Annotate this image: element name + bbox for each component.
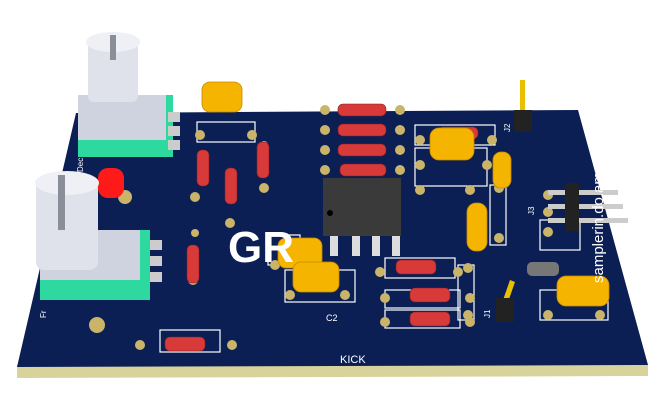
url-text: samplerin.do.am xyxy=(590,172,607,283)
label-c2: C2 xyxy=(326,313,338,323)
capacitors xyxy=(201,81,610,307)
logo: GR xyxy=(228,223,294,272)
label-j3: J3 xyxy=(527,206,536,215)
resistors xyxy=(164,103,479,352)
header-j1 xyxy=(496,280,515,322)
board-title: KICK xyxy=(340,354,366,366)
ic-chip xyxy=(323,178,401,256)
pcb-edge xyxy=(17,365,648,378)
led xyxy=(98,168,124,198)
label-fr: Fr xyxy=(39,310,48,318)
header-j2 xyxy=(514,80,532,132)
label-j1: J1 xyxy=(483,309,492,318)
potentiometer-decay xyxy=(78,32,180,157)
diode xyxy=(527,262,559,276)
label-j2: J2 xyxy=(503,123,512,132)
header-j3 xyxy=(548,183,628,231)
label-dec: Dec xyxy=(76,158,85,172)
potentiometer-frequency xyxy=(35,171,162,300)
